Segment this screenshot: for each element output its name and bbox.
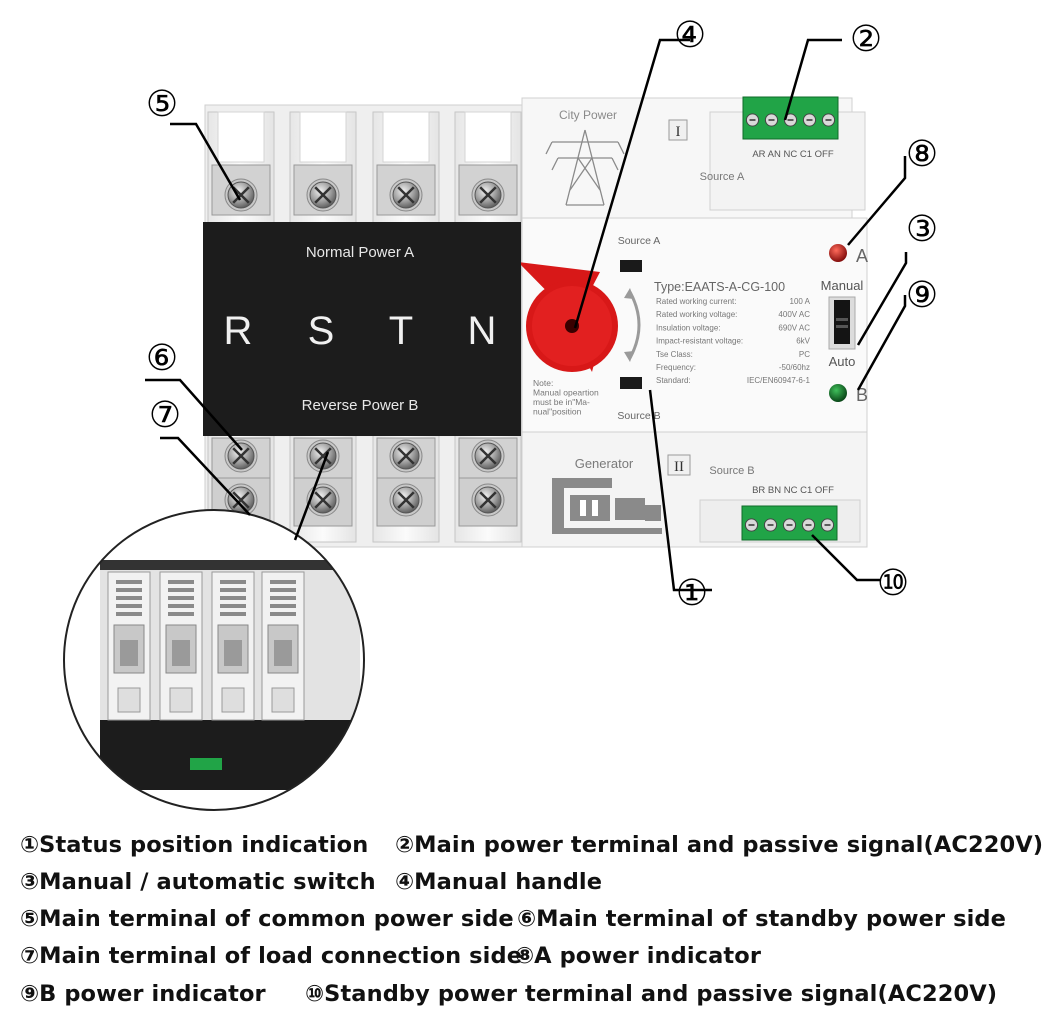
- spec-name: Insulation voltage:: [656, 323, 721, 332]
- callout-8: ⑧: [906, 134, 938, 175]
- indicator-b-led: [829, 384, 847, 402]
- screw-icon: [389, 178, 423, 212]
- callout-labels: ① ② ③ ④ ⑤ ⑥ ⑦ ⑧ ⑨ ⑩: [146, 15, 938, 614]
- spec-value: IEC/EN60947-6-1: [747, 376, 811, 385]
- callout-2: ②: [850, 19, 882, 60]
- phase-r: R: [224, 309, 253, 353]
- spec-name: Rated working current:: [656, 297, 736, 306]
- terminal-zoom-detail: [63, 509, 365, 811]
- spec-name: Standard:: [656, 376, 691, 385]
- source-a-position-label: Source A: [618, 235, 661, 247]
- normal-power-label: Normal Power A: [306, 244, 414, 261]
- screw-icon: [224, 439, 258, 473]
- note-line: nual"position: [533, 407, 582, 417]
- callout-leaders: [145, 38, 908, 592]
- source-a-label: Source A: [700, 171, 745, 183]
- zoom-terminal-slot: [211, 571, 255, 721]
- spec-list: Rated working current: 100 A Rated working…: [656, 297, 811, 385]
- spec-name: Impact-resistant voltage:: [656, 337, 743, 346]
- callout-9: ⑨: [906, 275, 938, 316]
- spec-name: Tse Class:: [656, 350, 693, 359]
- auto-label: Auto: [829, 354, 856, 369]
- screw-icon: [224, 178, 258, 212]
- terminal-a-block: [742, 96, 839, 140]
- spec-name: Frequency:: [656, 363, 696, 372]
- phase-label-panel: Normal Power A Reverse Power B R S T N: [203, 222, 521, 436]
- source-b-roman: II: [674, 459, 684, 475]
- callout-6: ⑥: [146, 338, 178, 379]
- spec-value: 100 A: [790, 297, 811, 306]
- manual-handle[interactable]: [518, 262, 618, 372]
- terminal-a-labels: AR AN NC C1 OFF: [752, 149, 833, 160]
- zoom-terminal-slot: [107, 571, 151, 721]
- screw-icon: [471, 178, 505, 212]
- callout-4: ④: [674, 15, 706, 56]
- phase-t: T: [389, 309, 413, 353]
- city-power-label: City Power: [559, 108, 617, 122]
- source-b-position-label: Source B: [617, 410, 660, 422]
- generator-icon: [552, 478, 662, 534]
- indicator-a-letter: A: [856, 246, 868, 266]
- zoom-terminal-slot: [159, 571, 203, 721]
- screw-icon: [306, 483, 340, 517]
- status-indicator-a: [620, 260, 642, 272]
- spec-name: Rated working voltage:: [656, 310, 737, 319]
- screw-icon: [306, 439, 340, 473]
- callout-3: ③: [906, 209, 938, 250]
- source-b-label: Source B: [709, 465, 754, 477]
- spec-value: PC: [799, 350, 810, 359]
- note-line: Note:: [533, 378, 553, 388]
- callout-1: ①: [676, 573, 708, 614]
- spec-value: 690V AC: [778, 323, 810, 332]
- note-line: Manual opeartion: [533, 388, 599, 398]
- reverse-power-label: Reverse Power B: [302, 397, 419, 414]
- note-line: must be in"Ma-: [533, 397, 590, 407]
- terminal-b-block: [741, 505, 838, 541]
- power-tower-icon: [545, 129, 625, 206]
- terminal-b-labels: BR BN NC C1 OFF: [752, 485, 834, 496]
- zoom-terminal-slot: [261, 571, 305, 721]
- screw-icon: [306, 178, 340, 212]
- screw-icon: [389, 483, 423, 517]
- status-indicator-b: [620, 377, 642, 389]
- indicator-a-led: [829, 244, 847, 262]
- spec-value: 400V AC: [778, 310, 810, 319]
- spec-value: 6kV: [796, 337, 810, 346]
- screw-icon: [471, 439, 505, 473]
- phase-n: N: [468, 309, 497, 353]
- generator-label: Generator: [575, 456, 634, 471]
- source-a-roman: I: [676, 124, 681, 140]
- screw-icon: [471, 483, 505, 517]
- phase-s: S: [308, 309, 335, 353]
- screw-icon: [389, 439, 423, 473]
- callout-10: ⑩: [877, 563, 909, 604]
- spec-value: -50/60hz: [779, 363, 810, 372]
- type-label: Type:EAATS-A-CG-100: [654, 280, 785, 294]
- callout-7: ⑦: [149, 395, 181, 436]
- manual-label: Manual: [821, 278, 864, 293]
- callout-5: ⑤: [146, 84, 178, 125]
